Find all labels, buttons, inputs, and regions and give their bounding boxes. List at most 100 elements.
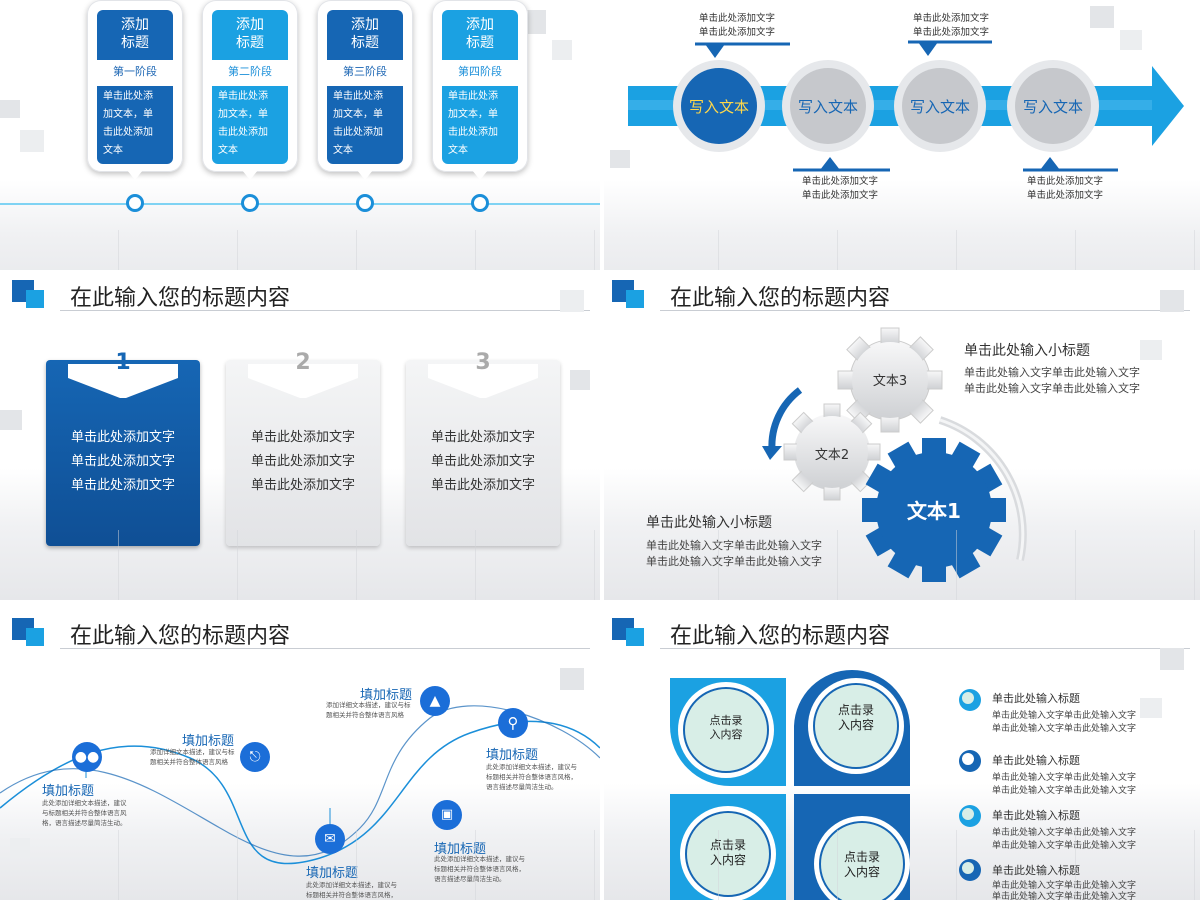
slide-3-numbered-boxes: 在此输入您的标题内容 1 单击此处添加文字 单击此处添加文字 单击此处添加文字 … <box>0 270 600 600</box>
subtitle-top[interactable]: 单击此处输入小标题 <box>964 343 1090 359</box>
card-pointer <box>472 170 488 180</box>
stage-card[interactable]: 添加 标题 第二阶段 单击此处添 加文本，单 击此处添加 文本 <box>202 0 298 180</box>
title-divider <box>660 310 1190 311</box>
stage-card[interactable]: 添加 标题 第四阶段 单击此处添 加文本，单 击此处添加 文本 <box>432 0 528 180</box>
timeline-node <box>471 194 489 212</box>
list-item-line: 单击此处输入文字单击此处输入文字 <box>992 841 1137 851</box>
mail-icon[interactable]: ✉ <box>315 824 345 854</box>
stage-card[interactable]: 添加 标题 第三阶段 单击此处添 加文本，单 击此处添加 文本 <box>317 0 413 180</box>
gear-label[interactable]: 文本1 <box>907 499 961 523</box>
wave-item-title[interactable]: 填加标题 <box>306 866 359 881</box>
petal-label[interactable]: 点击录 入内容 <box>709 714 743 741</box>
timeline-node <box>356 194 374 212</box>
list-item-title[interactable]: 单击此处输入标题 <box>992 809 1080 822</box>
process-circle-label[interactable]: 写入文本 <box>1022 98 1083 116</box>
list-item-line: 单击此处输入文字单击此处输入文字 <box>992 724 1137 734</box>
list-item-title[interactable]: 单击此处输入标题 <box>992 692 1080 705</box>
wave-item-title[interactable]: 填加标题 <box>486 748 539 763</box>
box-line: 单击此处添加文字 <box>250 478 355 493</box>
timeline-node <box>241 194 259 212</box>
gear-label[interactable]: 文本2 <box>814 448 850 463</box>
decor-pixel <box>552 40 572 60</box>
card-pointer <box>357 170 373 180</box>
stage-card[interactable]: 添加 标题 第一阶段 单击此处添 加文本，单 击此处添加 文本 <box>87 0 183 180</box>
petal-label[interactable]: 点击录 入内容 <box>843 850 880 879</box>
decor-pixel <box>570 370 590 390</box>
wave-item-title[interactable]: 填加标题 <box>42 784 95 799</box>
stage-card-stage: 第四阶段 <box>458 65 502 78</box>
users-icon[interactable]: ●● <box>72 742 102 772</box>
slide-logo-icon <box>12 276 48 308</box>
gear-label[interactable]: 文本3 <box>872 374 908 389</box>
petal-graphic <box>670 670 981 900</box>
list-item-title[interactable]: 单击此处输入标题 <box>992 864 1080 877</box>
wave-item-text: 此处添加详细文本描述，建议 与标题相关并符合整体语言风 格，语言描述尽量简洁生动… <box>42 799 127 827</box>
stage-card-body: 单击此处添 加文本，单 击此处添加 文本 <box>212 86 288 164</box>
subtitle-top-line: 单击此处输入文字单击此处输入文字 <box>964 382 1140 395</box>
stage-card-body: 单击此处添 加文本，单 击此处添加 文本 <box>327 86 403 164</box>
box-line: 单击此处添加文字 <box>430 430 535 445</box>
slide-title: 在此输入您的标题内容 <box>670 624 891 649</box>
numbered-box[interactable]: 3 单击此处添加文字 单击此处添加文字 单击此处添加文字 <box>406 350 560 546</box>
slide-title: 在此输入您的标题内容 <box>670 286 891 311</box>
slide-logo-icon <box>612 276 648 308</box>
card-pointer <box>242 170 258 180</box>
stage-card-stage: 第一阶段 <box>113 65 157 78</box>
subtitle-bottom-line: 单击此处输入文字单击此处输入文字 <box>646 555 822 568</box>
chart-icon[interactable]: ▲ <box>420 686 450 716</box>
share-icon[interactable]: ⎋ <box>240 742 270 772</box>
process-caption[interactable]: 单击此处添加文字 单击此处添加文字 <box>801 176 878 201</box>
card-pointer <box>127 170 143 180</box>
decor-pixel <box>560 668 584 690</box>
petal-label[interactable]: 点击录 入内容 <box>837 703 874 732</box>
wave-item-title[interactable]: 填加标题 <box>360 688 413 703</box>
stage-card-title: 添加 标题 <box>97 10 173 60</box>
wave-item-text: 此处添加详细文本描述，建议与 标题相关并符合整体语言风格， 语言描述尽量简洁生动… <box>486 763 577 791</box>
list-item-title[interactable]: 单击此处输入标题 <box>992 754 1080 767</box>
process-circle-label[interactable]: 写入文本 <box>909 98 970 116</box>
list-item-line: 单击此处输入文字单击此处输入文字 <box>992 711 1137 721</box>
process-caption[interactable]: 单击此处添加文字 单击此处添加文字 <box>698 13 775 38</box>
process-caption[interactable]: 单击此处添加文字 单击此处添加文字 <box>1026 176 1103 201</box>
stage-card-title: 添加 标题 <box>327 10 403 60</box>
laptop-icon[interactable]: ▣ <box>432 800 462 830</box>
title-divider <box>660 648 1190 649</box>
decor-pixel <box>20 130 44 152</box>
stage-card-body: 单击此处添 加文本，单 击此处添加 文本 <box>97 86 173 164</box>
box-line: 单击此处添加文字 <box>70 478 175 493</box>
slide-2-arrow-process: 写入文本 写入文本 写入文本 写入文本 单击此处添加文字 单击此处添加文字 单击… <box>600 0 1200 300</box>
list-item-line: 单击此处输入文字单击此处输入文字 <box>992 828 1137 838</box>
process-caption[interactable]: 单击此处添加文字 单击此处添加文字 <box>912 13 989 38</box>
search-icon[interactable]: ⚲ <box>498 708 528 738</box>
list-item-line: 单击此处输入文字单击此处输入文字 <box>992 773 1137 783</box>
slide-title: 在此输入您的标题内容 <box>70 624 291 649</box>
stage-card-body: 单击此处添 加文本，单 击此处添加 文本 <box>442 86 518 164</box>
process-circle-label[interactable]: 写入文本 <box>688 98 749 116</box>
slide-4-gears: 在此输入您的标题内容 <box>600 270 1200 600</box>
box-number: 2 <box>295 350 311 375</box>
numbered-box[interactable]: 2 单击此处添加文字 单击此处添加文字 单击此处添加文字 <box>226 350 380 546</box>
petal-label[interactable]: 点击录 入内容 <box>709 838 746 867</box>
box-line: 单击此处添加文字 <box>250 454 355 469</box>
list-item-line: 单击此处输入文字单击此处输入文字 <box>992 786 1137 796</box>
wave-item-text: 添加详细文本描述，建议与标 题相关并符合整体语言风格 <box>150 748 235 766</box>
slide-title: 在此输入您的标题内容 <box>70 286 291 311</box>
grid-gutter <box>0 600 1200 606</box>
arrow-process-graphic <box>628 40 1184 172</box>
decor-pixel <box>560 290 584 312</box>
decor-pixel <box>0 410 22 430</box>
box-line: 单击此处添加文字 <box>250 430 355 445</box>
subtitle-bottom[interactable]: 单击此处输入小标题 <box>646 515 772 531</box>
decor-pixel <box>1160 290 1184 312</box>
slide-5-wave-timeline: 在此输入您的标题内容 ●● ⎋ ▲ ⚲ ▣ ✉ 填加标题 此处添加详细文本描述，… <box>0 608 600 900</box>
slide-6-petals: 在此输入您的标题内容 点击录 入内容 点击录 入内容 点击录 入内容 点击录 入… <box>600 608 1200 900</box>
gears-graphic <box>762 327 1027 582</box>
subtitle-bottom-line: 单击此处输入文字单击此处输入文字 <box>646 539 822 552</box>
numbered-box[interactable]: 1 单击此处添加文字 单击此处添加文字 单击此处添加文字 <box>46 350 200 546</box>
wave-item-title[interactable]: 填加标题 <box>182 734 235 749</box>
slide-1-stages: 添加 标题 第一阶段 单击此处添 加文本，单 击此处添加 文本 添加 标题 第二… <box>0 0 600 300</box>
box-number: 3 <box>475 350 491 375</box>
title-divider <box>60 310 590 311</box>
process-circle-label[interactable]: 写入文本 <box>797 98 858 116</box>
wave-item-title[interactable]: 填加标题 <box>434 842 487 857</box>
